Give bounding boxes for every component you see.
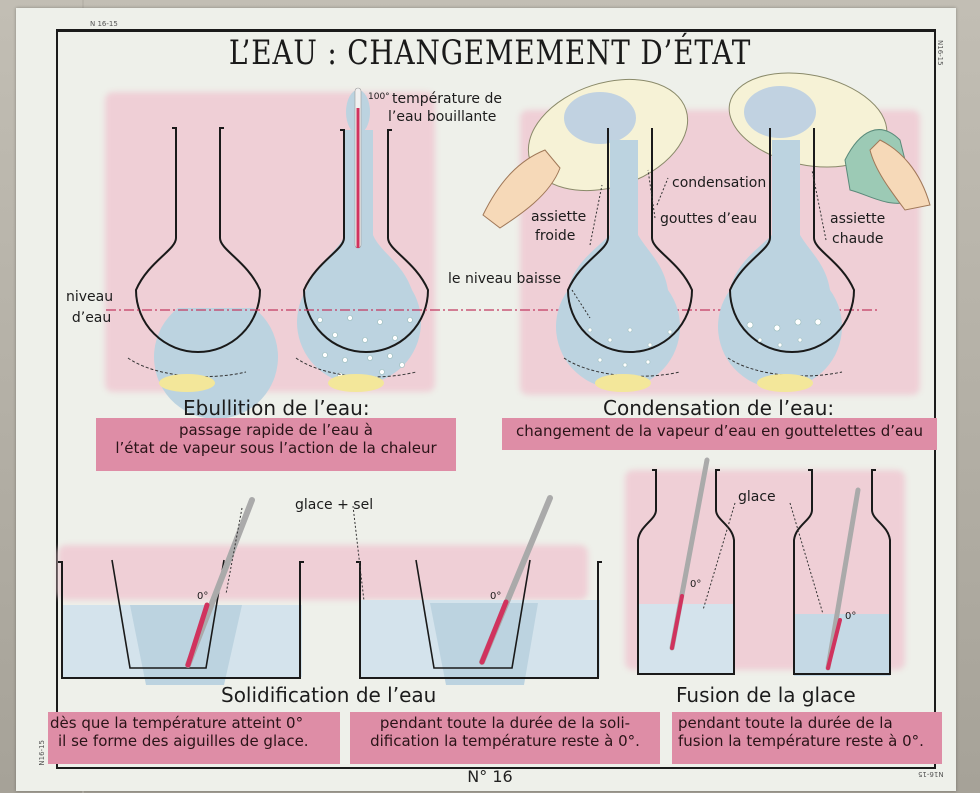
flask-icon (127, 127, 278, 419)
solidification-description-left: dès que la température atteint 0°il se f… (48, 712, 340, 764)
bottle-right (793, 469, 891, 676)
condensation-description: changement de la vapeur d’eau en gouttel… (502, 418, 937, 450)
label-ice: glace (738, 489, 776, 505)
condensation-heading: Condensation de l’eau: (603, 396, 835, 420)
label-cold-plate-line2: froide (535, 228, 576, 244)
label-condensation: condensation (672, 175, 767, 191)
solidification-heading: Solidification de l’eau (221, 683, 437, 707)
label-hot-plate-line2: chaude (832, 231, 884, 247)
ref-code-top-left: N 16-15 (90, 20, 118, 28)
fusion-heading: Fusion de la glace (676, 683, 856, 707)
label-level-drops: le niveau baisse (448, 271, 562, 287)
label-hot-plate-line1: assiette (830, 211, 886, 227)
label-water-drops: gouttes d’eau (660, 211, 758, 227)
ice-bath-left (58, 497, 304, 685)
ebullition-heading: Ebullition de l’eau: (183, 396, 370, 420)
label-ice-salt: glace + sel (295, 497, 374, 513)
hand-icon (869, 139, 931, 211)
boiling-flask-icon (295, 87, 430, 392)
bottle-left (637, 457, 735, 675)
ref-code-right: N16-15 (936, 40, 944, 66)
label-temperature-line1: température de (392, 91, 502, 107)
poster-frame (56, 29, 936, 769)
thermo-mark-0-left: 0° (197, 591, 209, 602)
label-cold-plate-line1: assiette (531, 209, 587, 225)
thermo-mark-0-fusion-left: 0° (690, 579, 702, 590)
thermo-mark-100: 100° (368, 92, 390, 102)
thermo-mark-0-right: 0° (490, 591, 502, 602)
thermo-mark-0-fusion-right: 0° (845, 611, 857, 622)
hand-icon (482, 149, 561, 229)
solidification-background (58, 545, 588, 600)
plate-number: N° 16 (467, 767, 513, 786)
solidification-description-right: pendant toute la durée de la soli-difica… (350, 712, 660, 764)
label-temperature-line2: l’eau bouillante (388, 109, 497, 125)
poster-title: L’EAU : CHANGEMEMENT D’ÉTAT (228, 33, 752, 73)
